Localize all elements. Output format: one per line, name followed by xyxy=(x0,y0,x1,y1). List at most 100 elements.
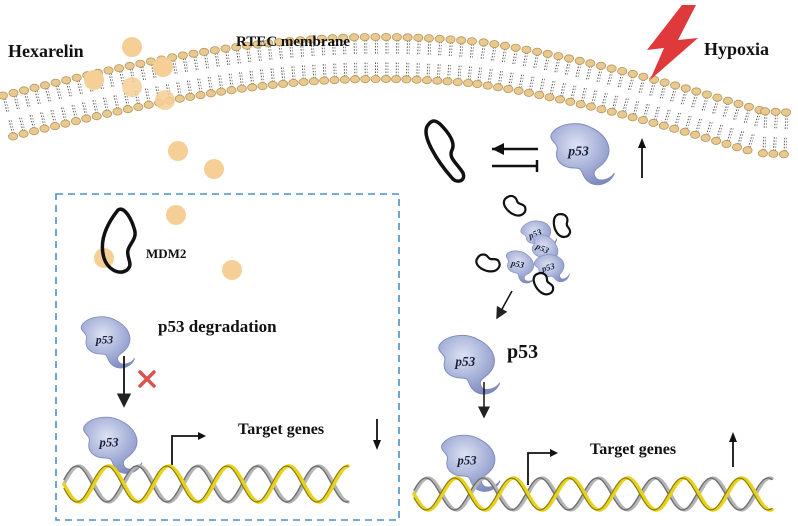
lipid-head xyxy=(606,107,617,116)
lipid-head xyxy=(596,61,607,70)
p53-protein-icon: p53 xyxy=(441,434,501,492)
lipid-head xyxy=(503,85,514,94)
lipid-head xyxy=(348,33,359,42)
hexarelin-effect-box xyxy=(55,193,400,521)
rtec-membrane xyxy=(0,33,792,159)
lipid-head xyxy=(273,38,284,47)
lipid-head xyxy=(456,36,467,45)
lipid-head xyxy=(442,77,453,86)
lipid-head xyxy=(252,40,263,49)
lipid-head xyxy=(327,34,338,43)
lipid-head xyxy=(174,94,185,103)
svg-text:p53: p53 xyxy=(509,258,525,270)
lipid-head xyxy=(555,95,566,104)
lipid-head xyxy=(553,52,564,61)
lipid-head xyxy=(445,35,456,44)
lipid-head xyxy=(199,47,210,56)
lipid-head xyxy=(463,79,474,88)
lipid-head xyxy=(510,43,521,52)
hexarelin-dot xyxy=(122,77,142,97)
lipid-head xyxy=(133,103,144,112)
p53-protein-icon: p53 xyxy=(550,123,615,186)
lipid-head xyxy=(339,75,350,84)
lipid-head xyxy=(319,76,330,85)
lipid-head xyxy=(102,109,113,118)
lipid-head xyxy=(617,67,628,76)
lipid-head xyxy=(638,116,649,125)
lipid-head xyxy=(680,84,691,93)
lipid-head xyxy=(711,136,722,145)
lipid-head xyxy=(247,83,258,92)
dna-helix xyxy=(412,476,774,512)
lipid-head xyxy=(691,87,702,96)
blocked-x-icon xyxy=(138,370,156,388)
lipid-head xyxy=(267,80,278,89)
lipid-head xyxy=(757,149,768,158)
lipid-head xyxy=(513,86,524,95)
lipid-head xyxy=(402,33,413,42)
svg-text:p53: p53 xyxy=(99,436,119,450)
lightning-bolt-icon xyxy=(647,5,698,80)
p53-protein-icon: p53 xyxy=(438,334,501,395)
lipid-head xyxy=(492,83,503,92)
lipid-head xyxy=(523,88,534,97)
hypoxia-label: Hypoxia xyxy=(704,39,769,59)
lipid-head xyxy=(466,37,477,46)
lipid-head xyxy=(167,53,178,62)
lipid-head xyxy=(316,34,327,43)
lipid-head xyxy=(278,79,289,88)
lipid-head xyxy=(0,91,8,100)
hexarelin-dot xyxy=(153,57,173,77)
lipid-head xyxy=(586,102,597,111)
hexarelin-label: Hexarelin xyxy=(8,41,84,61)
lipid-head xyxy=(722,96,733,105)
lipid-head xyxy=(135,59,146,68)
lipid-head xyxy=(298,78,309,87)
lipid-head xyxy=(360,75,371,84)
lipid-head xyxy=(648,118,659,127)
binding-equilibrium-arrows xyxy=(492,143,539,172)
lipid-head xyxy=(421,76,432,85)
lipid-head xyxy=(742,146,753,155)
lipid-head xyxy=(359,33,370,42)
p53-protein-icon: p53 xyxy=(83,416,143,474)
lipid-head xyxy=(40,81,51,90)
lipid-head xyxy=(391,75,402,84)
lipid-head xyxy=(195,91,206,100)
lipid-head xyxy=(659,78,670,87)
up-arrow-icon xyxy=(729,432,737,467)
lipid-head xyxy=(768,149,779,158)
lipid-head xyxy=(542,49,553,58)
svg-text:p53: p53 xyxy=(457,454,477,468)
lipid-head xyxy=(489,40,500,49)
lipid-head xyxy=(499,41,510,50)
lipid-head xyxy=(700,133,711,142)
lipid-head xyxy=(701,90,712,99)
lipid-head xyxy=(338,33,349,42)
lipid-head xyxy=(241,41,252,50)
lipid-head xyxy=(781,108,792,117)
svg-text:p53: p53 xyxy=(540,261,557,274)
lipid-head xyxy=(18,129,29,138)
lipid-head xyxy=(585,59,596,68)
lipid-head xyxy=(452,78,463,87)
lipid-head xyxy=(308,77,319,86)
lipid-head xyxy=(778,150,789,159)
lipid-head xyxy=(574,56,585,65)
lipid-head xyxy=(143,100,154,109)
arrow-down-icon xyxy=(496,290,513,320)
lipid-head xyxy=(649,75,660,84)
lipid-head xyxy=(71,73,82,82)
lipid-head xyxy=(478,38,489,47)
up-arrow-icon xyxy=(638,138,646,178)
lipid-head xyxy=(39,124,50,133)
lipid-head xyxy=(380,75,391,84)
lipid-head xyxy=(91,112,102,121)
lipid-head xyxy=(627,113,638,122)
promoter-arrow-icon xyxy=(171,432,206,465)
lipid-head xyxy=(532,47,543,56)
lipid-head xyxy=(29,83,40,92)
mdm2-icon xyxy=(502,194,527,217)
